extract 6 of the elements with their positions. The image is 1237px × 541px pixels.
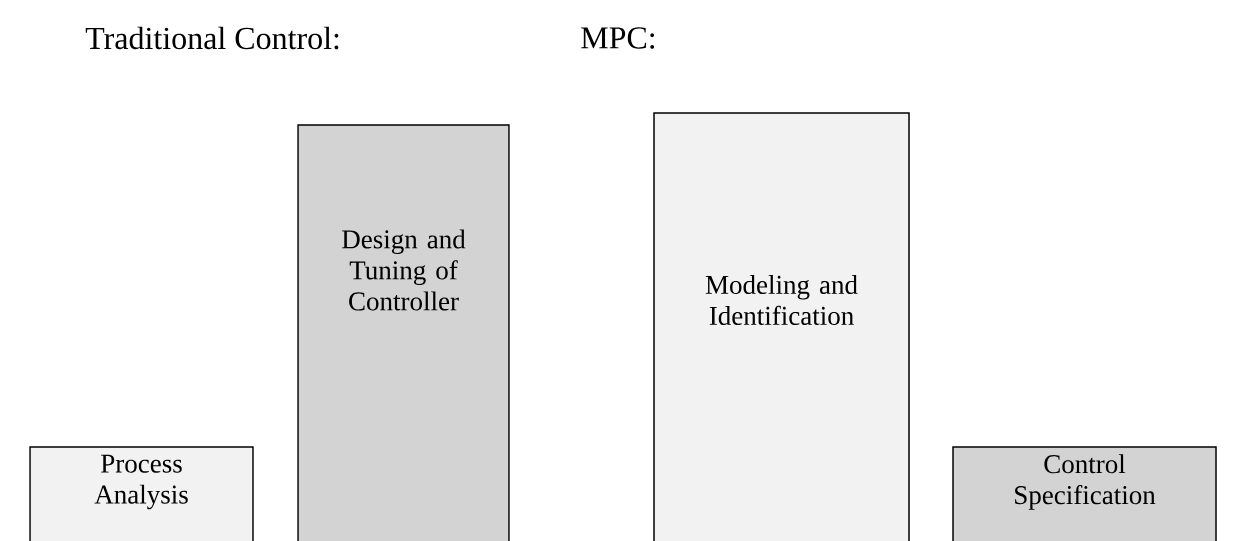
process-box: Modeling and Identification [653,112,910,541]
process-box: Control Specification [952,446,1217,541]
process-box: Design and Tuning of Controller [297,124,510,541]
heading: MPC: [581,27,655,49]
process-box: Process Analysis [29,446,254,541]
heading: Traditional Control: [85,26,339,50]
